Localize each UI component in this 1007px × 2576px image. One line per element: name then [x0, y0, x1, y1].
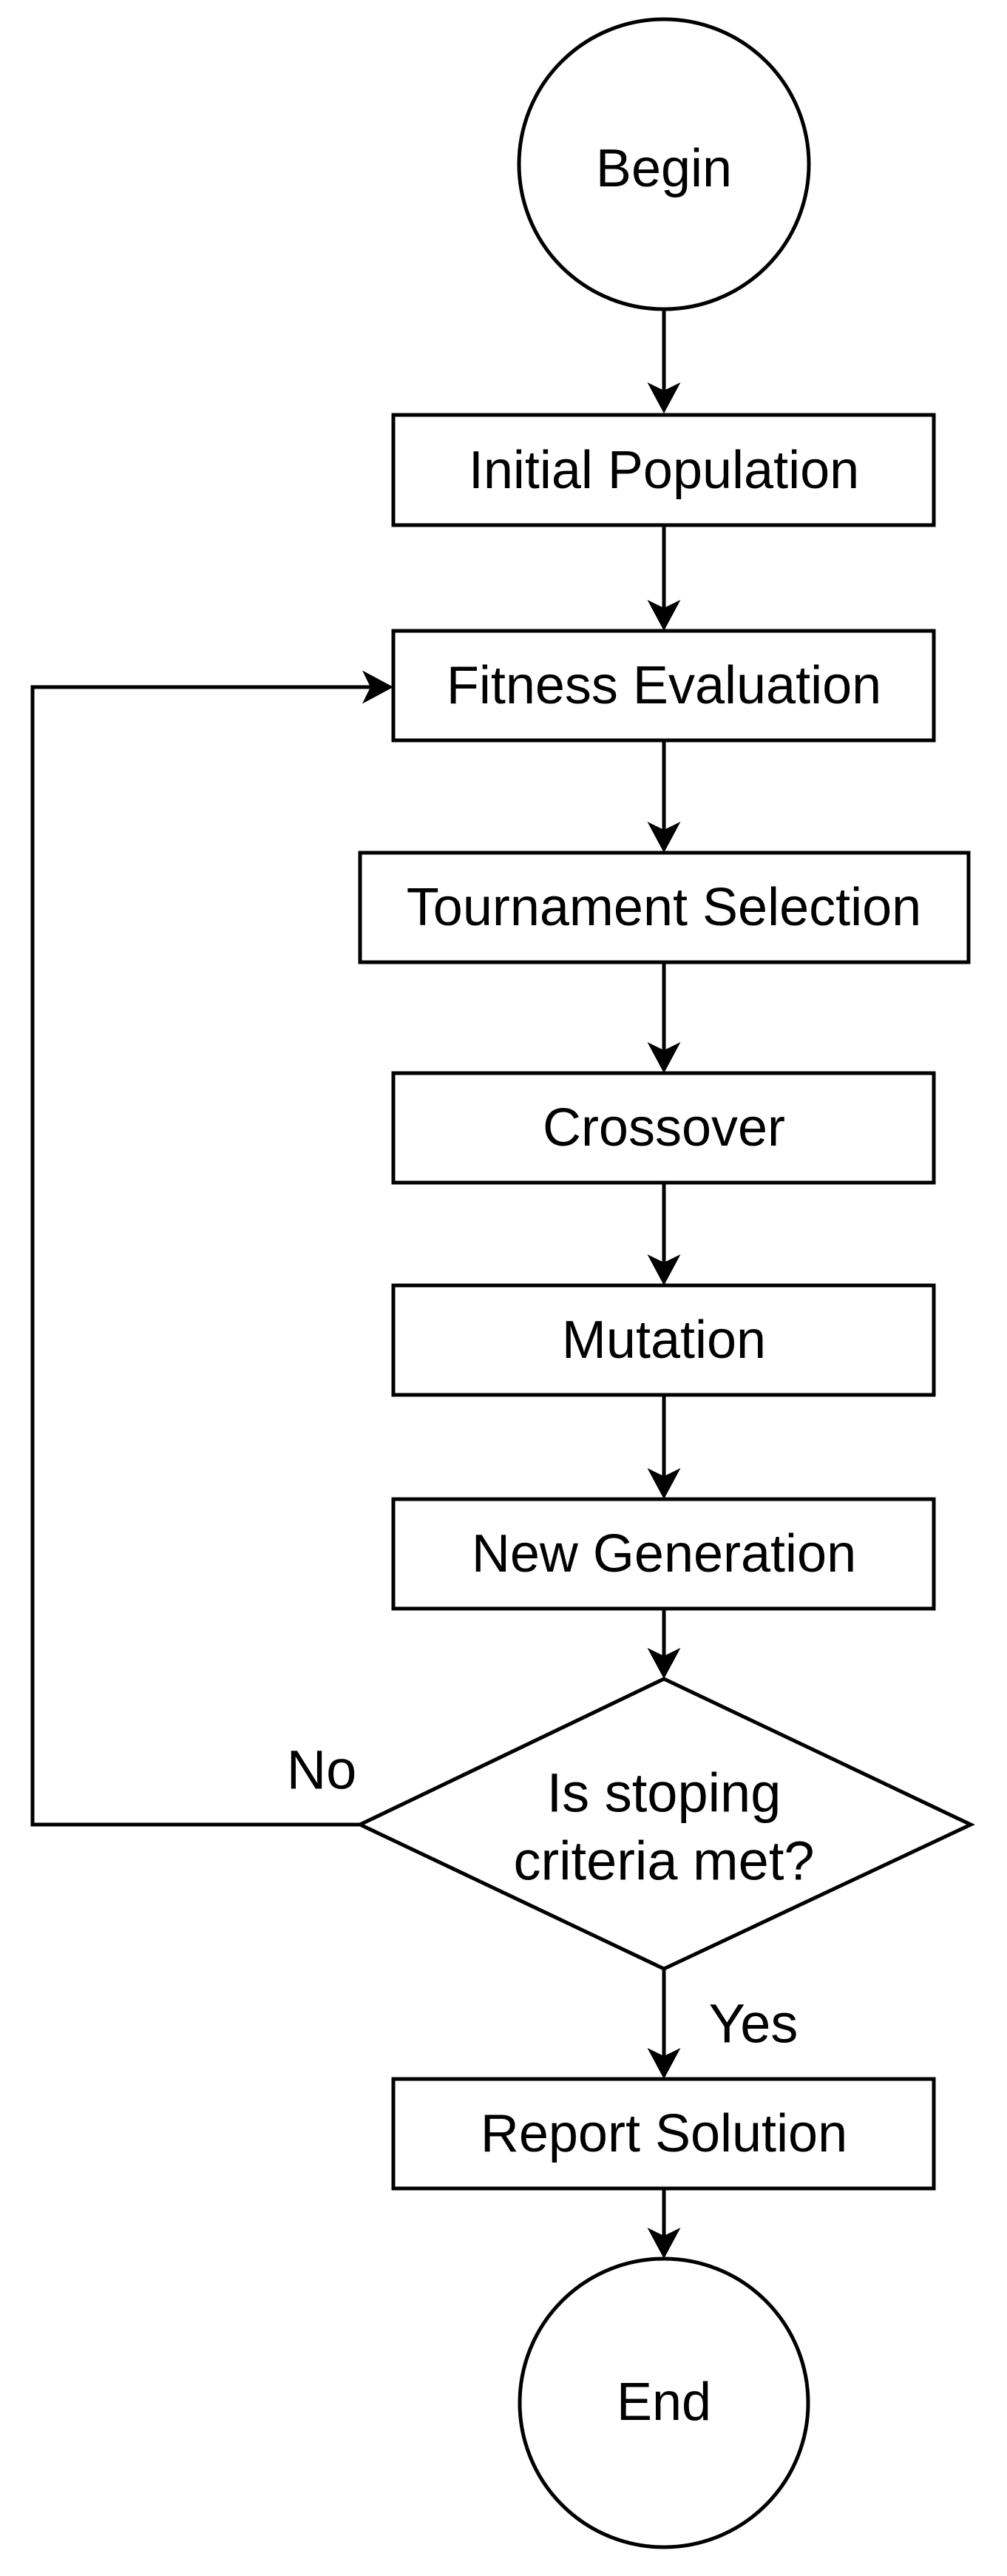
new-generation-box	[391, 1497, 936, 1611]
arrowhead-down-icon	[647, 1042, 681, 1073]
crossover-node: Crossover	[391, 1071, 936, 1185]
no-label: No	[287, 1740, 357, 1801]
end-label: End	[617, 2373, 711, 2432]
fitness-evaluation-node: Fitness Evaluation	[391, 629, 936, 743]
edge-initial-population-to-fitness	[647, 525, 681, 631]
mutation-node: Mutation	[391, 1283, 936, 1397]
tournament-selection-label: Tournament Selection	[407, 878, 921, 937]
new-generation-label: New Generation	[472, 1524, 856, 1583]
crossover-label: Crossover	[543, 1098, 785, 1157]
arrowhead-down-icon	[647, 2048, 681, 2079]
yes-label: Yes	[709, 1993, 799, 2055]
edge-begin-to-initial-population	[647, 309, 681, 413]
report-solution-box	[391, 2077, 936, 2191]
tournament-selection-node: Tournament Selection	[358, 851, 971, 964]
mutation-label: Mutation	[562, 1311, 766, 1370]
fitness-evaluation-box	[391, 629, 936, 743]
edge-tournament-to-crossover	[647, 962, 681, 1073]
begin-label: Begin	[596, 139, 732, 198]
report-solution-label: Report Solution	[481, 2104, 847, 2163]
initial-population-box	[391, 413, 936, 527]
arrowhead-down-icon	[647, 1254, 681, 1285]
begin-circle	[517, 17, 811, 311]
edge-decision-yes-to-report	[647, 1969, 681, 2079]
report-solution-node: Report Solution	[391, 2077, 936, 2191]
arrowhead-right-icon	[362, 670, 393, 704]
arrowhead-down-icon	[647, 1468, 681, 1499]
edge-new-generation-to-decision	[647, 1609, 681, 1679]
begin-node: Begin	[517, 17, 811, 311]
arrowhead-down-icon	[647, 382, 681, 413]
edge-decision-no-loop-to-fitness	[30, 670, 393, 1827]
end-node: End	[518, 2256, 810, 2549]
decision-node: Is stoping criteria met?	[356, 1677, 975, 1971]
decision-label-line2: criteria met?	[513, 1830, 814, 1892]
initial-population-label: Initial Population	[469, 441, 859, 500]
decision-diamond	[356, 1677, 975, 1971]
arrowhead-down-icon	[647, 1648, 681, 1679]
edge-fitness-to-tournament	[647, 740, 681, 853]
edge-report-to-end	[647, 2188, 681, 2259]
edge-mutation-to-new-generation	[647, 1395, 681, 1499]
crossover-box	[391, 1071, 936, 1185]
edge-crossover-to-mutation	[647, 1183, 681, 1285]
fitness-evaluation-label: Fitness Evaluation	[447, 656, 881, 715]
connector-line	[30, 685, 370, 1827]
decision-label-line1: Is stoping	[547, 1762, 781, 1824]
arrowhead-down-icon	[647, 600, 681, 631]
mutation-box	[391, 1283, 936, 1397]
arrowhead-down-icon	[647, 2228, 681, 2259]
new-generation-node: New Generation	[391, 1497, 936, 1611]
tournament-selection-box	[358, 851, 971, 964]
initial-population-node: Initial Population	[391, 413, 936, 527]
arrowhead-down-icon	[647, 822, 681, 853]
end-circle	[518, 2256, 810, 2549]
